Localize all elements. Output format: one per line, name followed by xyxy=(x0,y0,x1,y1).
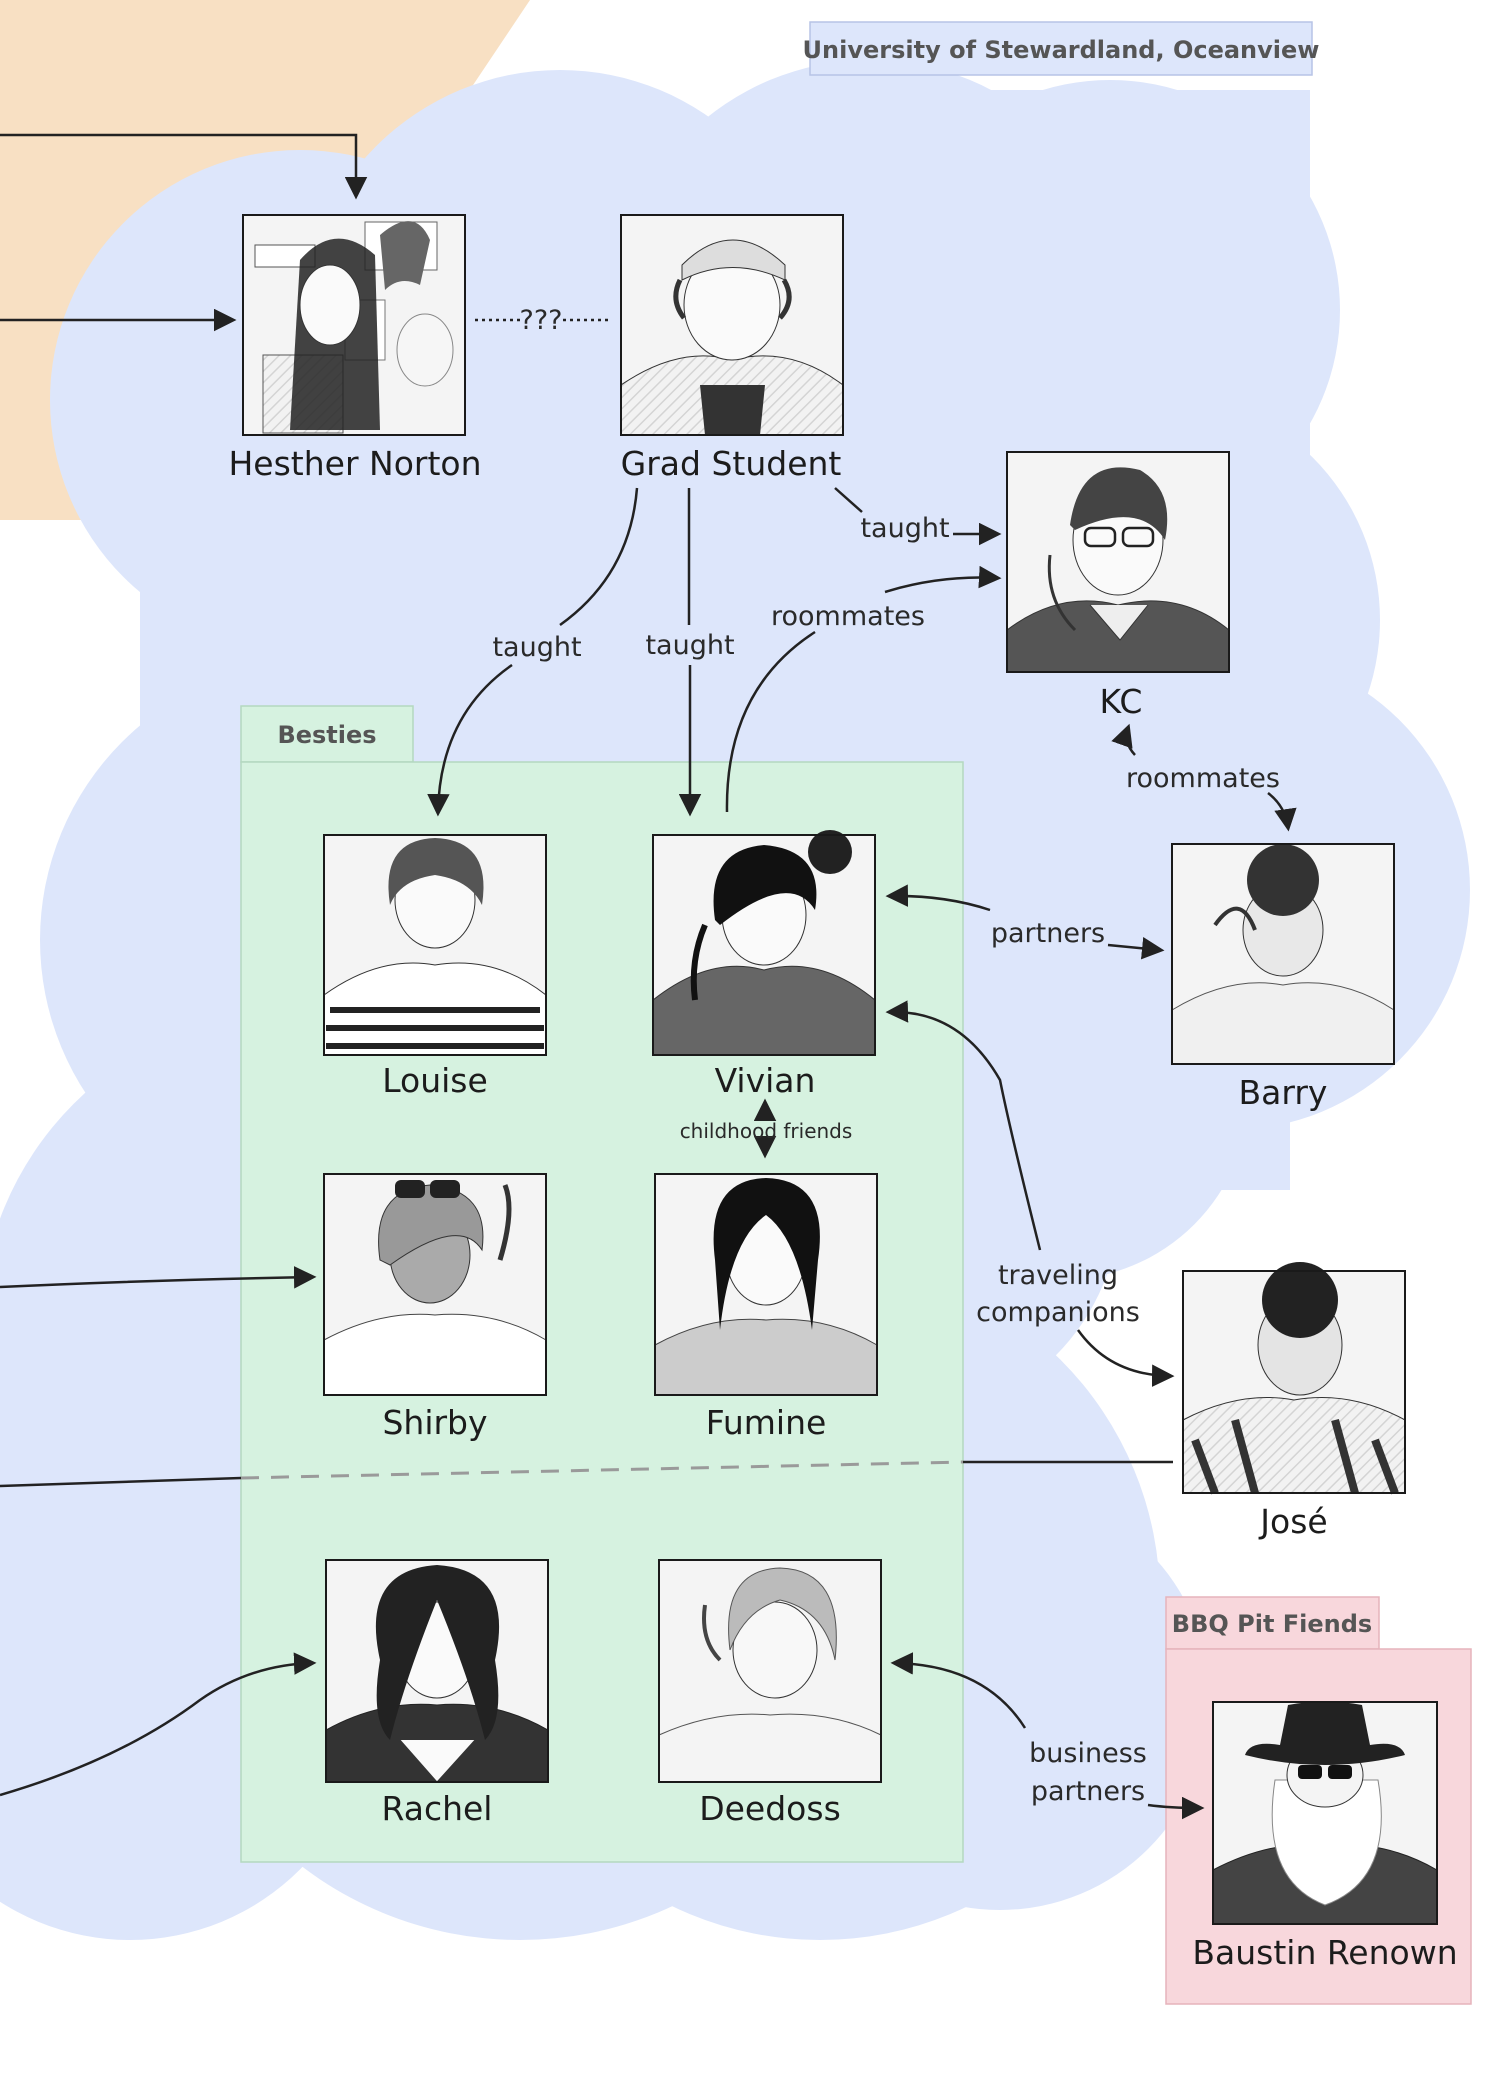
edge-offpage-to-shirby xyxy=(0,1266,317,1289)
edge-kc-barry-roommates-b xyxy=(1267,792,1297,832)
edge-label-taught-vivian: taught xyxy=(645,630,734,661)
edge-vivian-jose-traveling-b xyxy=(1076,1329,1175,1387)
edge-deedoss-baustin-business-b xyxy=(1147,1796,1205,1820)
edge-label-taught-louise: taught xyxy=(492,632,581,663)
person-rachel: Rachel xyxy=(382,1789,493,1828)
portrait-grad-student xyxy=(620,214,844,436)
portrait-fumine xyxy=(654,1173,878,1396)
university-tab xyxy=(809,21,1313,76)
person-hesther: Hesther Norton xyxy=(228,444,481,483)
edge-vivian-barry-partners-b xyxy=(1107,937,1165,960)
person-baustin: Baustin Renown xyxy=(1192,1933,1457,1972)
edge-offpage-to-divider xyxy=(0,1476,242,1488)
university-title: University of Stewardland, Oceanview xyxy=(803,36,1320,64)
besties-divider xyxy=(240,1460,964,1480)
edge-label-roommates-vivian-kc: roommates xyxy=(771,601,925,632)
edge-grad-louise-taught-a xyxy=(559,487,639,627)
person-barry: Barry xyxy=(1239,1073,1328,1112)
person-kc: KC xyxy=(1100,682,1143,721)
person-deedoss: Deedoss xyxy=(699,1789,841,1828)
portrait-deedoss xyxy=(658,1559,882,1783)
besties-title: Besties xyxy=(277,721,376,749)
bbq-tab xyxy=(1165,1596,1380,1650)
edge-label-roommates-kc-barry: roommates xyxy=(1126,763,1280,794)
edge-vivian-kc-roommates-a xyxy=(725,630,816,813)
person-louise: Louise xyxy=(382,1061,488,1100)
portrait-barry xyxy=(1171,843,1395,1065)
person-jose: José xyxy=(1258,1502,1327,1541)
portrait-louise xyxy=(323,834,547,1056)
person-vivian: Vivian xyxy=(715,1061,816,1100)
edge-vivian-barry-partners-a xyxy=(885,884,991,912)
portrait-jose xyxy=(1182,1262,1406,1495)
edge-vivian-kc-roommates-b xyxy=(884,565,1002,594)
edge-label-traveling: traveling xyxy=(998,1260,1118,1291)
edge-label-unknown: ??? xyxy=(520,305,563,336)
edge-offpage-to-rachel xyxy=(0,1652,317,1797)
edge-label-business: business xyxy=(1029,1738,1147,1769)
portrait-kc xyxy=(1006,451,1230,673)
edge-label-childhood-friends: childhood friends xyxy=(680,1119,853,1143)
person-fumine: Fumine xyxy=(706,1403,827,1442)
portrait-shirby xyxy=(323,1173,547,1396)
edge-deedoss-baustin-business-a xyxy=(890,1652,1027,1729)
besties-tab xyxy=(240,705,414,763)
edge-label-partners: partners xyxy=(991,918,1105,949)
portrait-rachel xyxy=(325,1559,549,1783)
edge-label-companions: companions xyxy=(976,1297,1140,1328)
portrait-baustin xyxy=(1212,1701,1438,1925)
person-shirby: Shirby xyxy=(382,1403,487,1442)
person-grad-student: Grad Student xyxy=(621,444,842,483)
edge-label-taught-kc: taught xyxy=(860,513,949,544)
edge-grad-kc-taught-a xyxy=(834,487,863,513)
portrait-hesther xyxy=(242,214,466,436)
edge-grad-louise-taught-b xyxy=(427,663,513,817)
edge-kc-barry-roommates-a xyxy=(1111,723,1136,756)
bbq-title: BBQ Pit Fiends xyxy=(1172,1610,1372,1638)
edge-vivian-jose-traveling-a xyxy=(885,1000,1042,1251)
edge-offpage-to-hesther-top xyxy=(0,133,368,200)
edge-label-business-partners: partners xyxy=(1031,1776,1145,1807)
portrait-vivian xyxy=(652,830,876,1056)
